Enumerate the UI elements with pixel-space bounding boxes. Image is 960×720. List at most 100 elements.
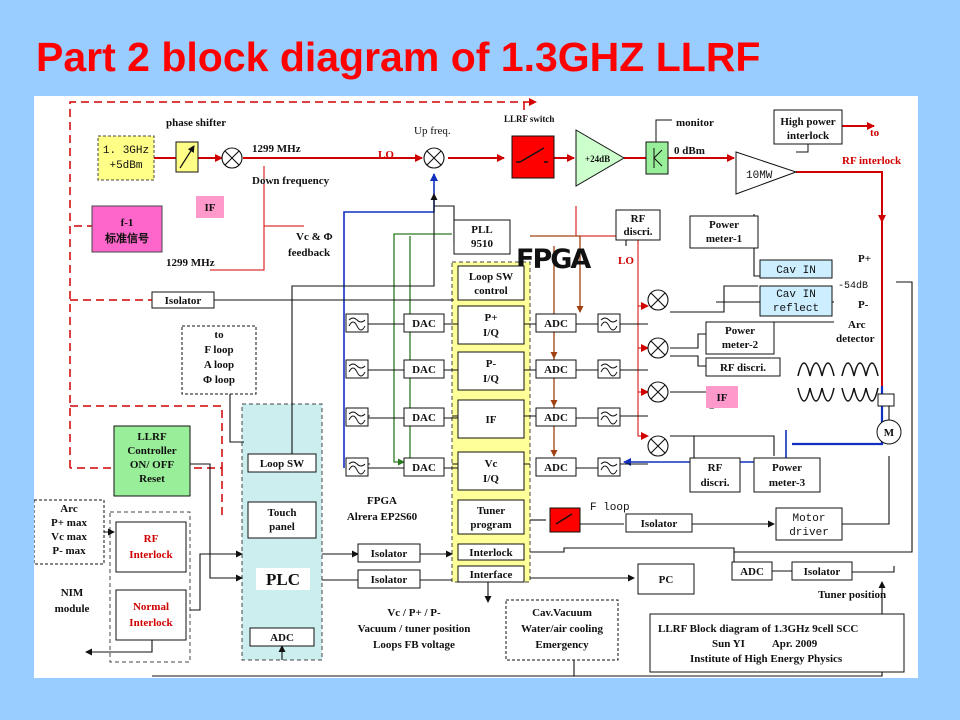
to-loops-line-4: Φ loop: [203, 374, 235, 386]
power-meter-2-line-1: Power: [725, 325, 755, 337]
info-box: [649, 613, 905, 673]
interlock-block-label: Interlock: [469, 547, 513, 559]
llrf-switch-box: [511, 135, 555, 179]
to-loops-line-2: F loop: [204, 344, 233, 356]
interface-block: [457, 565, 525, 583]
rf-discri-top-line-1: RF: [631, 213, 646, 225]
interface-block-label: Interface: [470, 569, 513, 581]
bottom-signals-line-3: Loops FB voltage: [373, 639, 455, 651]
dac-1-label: DAC: [412, 318, 436, 330]
fpga-big-label: FPGA: [516, 244, 591, 275]
if-tag-right: [706, 386, 738, 408]
diagram-panel: 1. 3GHz +5dBm phase shifter 1299 MHz Dow…: [34, 96, 918, 678]
phase-shifter-label: phase shifter: [166, 117, 226, 129]
f1-line-1: f-1: [121, 217, 134, 229]
plc-label: PLC: [266, 570, 300, 589]
dac-1: [403, 313, 445, 333]
nim-module-line-1: NIM: [61, 587, 84, 599]
adc-4: [535, 457, 577, 477]
p-minus-iq-line-1: P-: [486, 358, 497, 370]
llrf-controller-line-3: ON/ OFF: [130, 459, 175, 471]
monitor-coupler: [645, 141, 669, 175]
p-plus-label: P+: [858, 253, 871, 265]
touch-panel-box: [247, 501, 317, 539]
power-meter-2-line-2: meter-2: [722, 339, 759, 351]
filter-adc-2-icon: [597, 359, 621, 379]
cav-vacuum-line-1: Cav.Vacuum: [532, 607, 592, 619]
arc-inputs-box: [34, 499, 105, 565]
zero-dbm-label: 0 dBm: [674, 145, 705, 157]
pc-label: PC: [659, 574, 674, 586]
dac-2-label: DAC: [412, 364, 436, 376]
freq-1299-bottom-label: 1299 MHz: [166, 257, 215, 269]
arc-detector-line-2: detector: [836, 333, 875, 345]
filter-dac-1-icon: [345, 313, 369, 333]
llrf-controller-line-4: Reset: [139, 473, 165, 485]
slide-title: Part 2 block diagram of 1.3GHZ LLRF: [36, 34, 761, 80]
isolator-interlock: [357, 543, 421, 563]
f-loop-switch-box: [549, 507, 581, 533]
f1-reference-box: [91, 205, 163, 253]
adc-1: [535, 313, 577, 333]
rf-discri-top-box: [615, 209, 661, 241]
tuner-program-block: [457, 499, 525, 535]
power-meter-3-line-2: meter-3: [769, 477, 806, 489]
high-power-interlock-box: [773, 109, 843, 145]
llrf-controller-box: [113, 425, 191, 497]
filter-adc-3-icon: [597, 407, 621, 427]
to-loops-box: [181, 325, 257, 395]
arc-inputs-line-4: P- max: [52, 545, 86, 557]
power-meter-3-line-1: Power: [772, 462, 802, 474]
minus-54db-label: -54dB: [838, 280, 868, 292]
power-meter-3-box: [753, 457, 821, 493]
rf-discri-mid-label: RF discri.: [720, 362, 766, 374]
to-loops-line-3: A loop: [204, 359, 234, 371]
power-meter-1-line-2: meter-1: [706, 233, 742, 245]
adc-right-label: ADC: [740, 566, 764, 578]
isolator-f-loop: [625, 513, 693, 533]
p-minus-iq-line-2: I/Q: [483, 373, 499, 385]
power-meter-1-box: [689, 215, 759, 249]
if-tag-left: [196, 196, 224, 218]
plc-label-bg: [256, 568, 310, 590]
arc-detector-line-1: Arc: [848, 319, 866, 331]
vc-phi-feedback-line-1: Vc & Φ: [296, 231, 333, 243]
cav-vacuum-line-3: Emergency: [535, 639, 589, 651]
amplifier-24db: [575, 129, 625, 187]
normal-interlock-line-1: Normal: [133, 601, 169, 613]
cav-in-reflect-line-1: Cav IN: [776, 289, 816, 301]
rf-interlock-box: [115, 521, 187, 573]
p-plus-iq-line-2: I/Q: [483, 327, 499, 339]
lo-top-label: LO: [378, 149, 394, 161]
motor-icon: [876, 419, 902, 445]
bottom-signals-line-2: Vacuum / tuner position: [358, 623, 471, 635]
cav-in-reflect-line-2: reflect: [773, 303, 819, 315]
if-block: [457, 399, 525, 439]
plc-loop-sw-label: Loop SW: [260, 458, 304, 470]
adc-4-label: ADC: [544, 462, 568, 474]
freq-1299-top-label: 1299 MHz: [252, 143, 301, 155]
loop-sw-control-line-2: control: [474, 285, 507, 297]
pll-9510-box: [453, 219, 511, 255]
pll-line-1: PLL: [471, 224, 492, 236]
interlock-block: [457, 543, 525, 561]
tuner-program-line-2: program: [470, 519, 511, 531]
source-line-2: +5dBm: [109, 160, 142, 172]
to-rf-interlock-line-1: to: [870, 127, 880, 139]
vc-phi-feedback-line-2: feedback: [288, 247, 331, 259]
loop-sw-control-line-1: Loop SW: [469, 271, 513, 283]
filter-dac-3-icon: [345, 407, 369, 427]
pc-box: [637, 563, 695, 595]
llrf-block-diagram: 1. 3GHz +5dBm phase shifter 1299 MHz Dow…: [34, 98, 913, 677]
isolator-interlock-label: Isolator: [371, 548, 408, 560]
bottom-signals-line-1: Vc / P+ / P-: [387, 607, 441, 619]
motor-driver-line-2: driver: [789, 527, 829, 539]
cav-vacuum-box: [505, 599, 619, 661]
f-loop-label: F loop: [590, 502, 630, 514]
up-freq-label: Up freq.: [414, 125, 451, 137]
lo-right-label: LO: [618, 255, 634, 267]
if-tag-right-label: IF: [717, 392, 728, 404]
filter-dac-2-icon: [345, 359, 369, 379]
cav-in-label: Cav IN: [776, 265, 816, 277]
pll-line-2: 9510: [471, 238, 494, 250]
